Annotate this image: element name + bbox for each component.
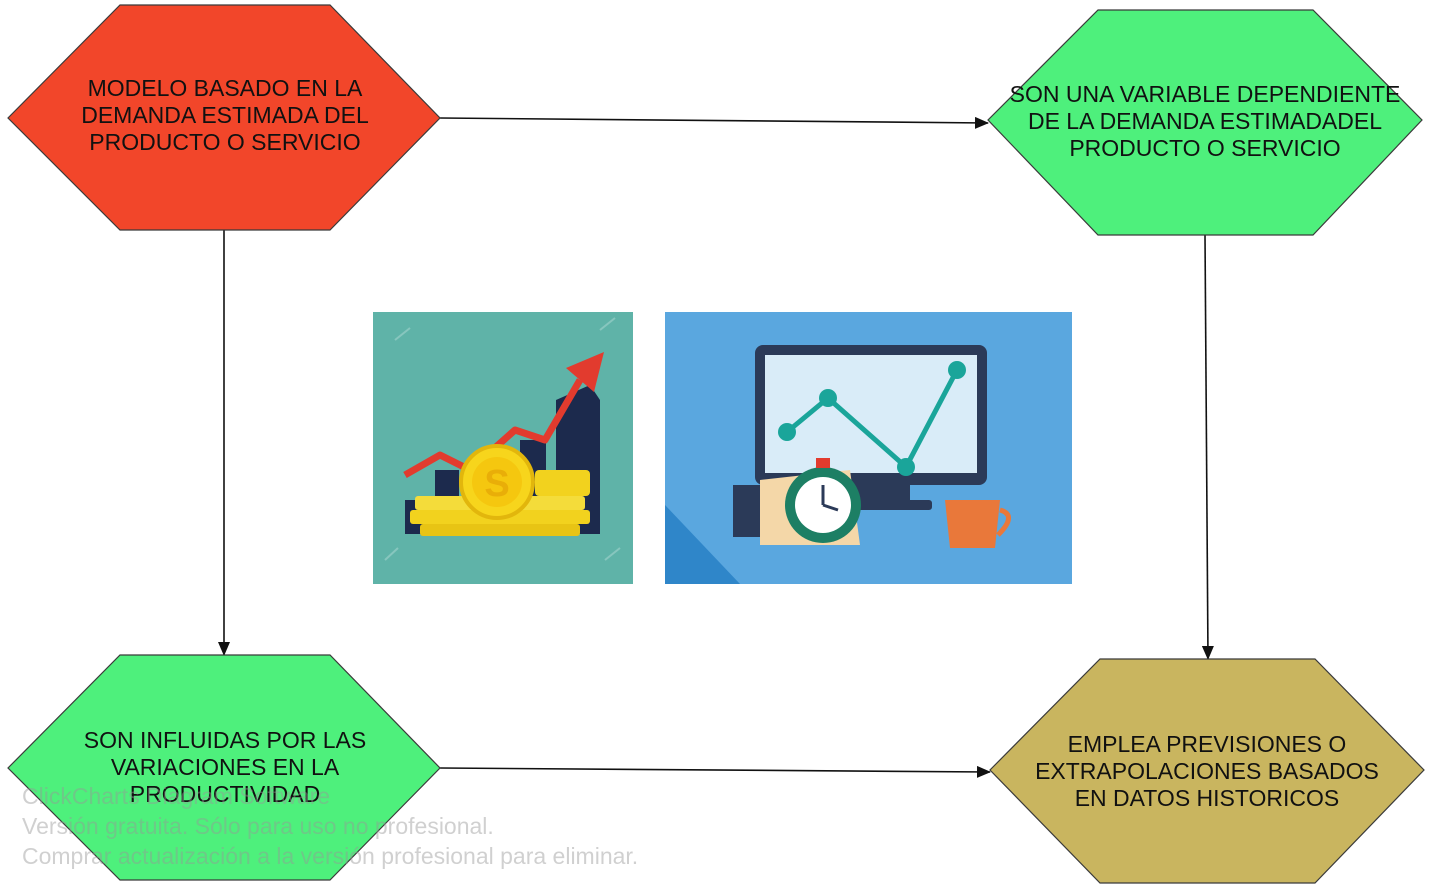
node-bottom-right-shape [989, 658, 1425, 884]
growth-chart-coins-icon: S [373, 312, 633, 584]
node-top-right-shape [987, 9, 1423, 236]
node-bottom-right-label: EMPLEA PREVISIONES O EXTRAPOLACIONES BAS… [1035, 730, 1379, 811]
node-top-left-label: MODELO BASADO EN LA DEMANDA ESTIMADA DEL… [81, 74, 369, 155]
edge-top-left-to-top-right [439, 116, 989, 129]
watermark-line-1: ClickCharts Diagram Software [22, 783, 331, 809]
svg-text:S: S [484, 463, 509, 505]
watermark-line-3: Comprar actualización a la versión profe… [22, 843, 639, 869]
node-top-left-shape [7, 4, 441, 231]
node-top-right-label: SON UNA VARIABLE DEPENDIENTE DE LA DEMAN… [1009, 80, 1401, 161]
watermark-line-2: Versión gratuita. Sólo para uso no profe… [22, 813, 494, 839]
node-bottom-left-shape [7, 654, 441, 881]
edge-top-right-to-bottom-right [1201, 234, 1214, 660]
node-bottom-left-label: SON INFLUIDAS POR LAS VARIACIONES EN LA … [83, 726, 367, 807]
monitor-chart-stopwatch-icon [665, 312, 1072, 584]
edge-bottom-left-to-bottom-right [439, 765, 991, 778]
